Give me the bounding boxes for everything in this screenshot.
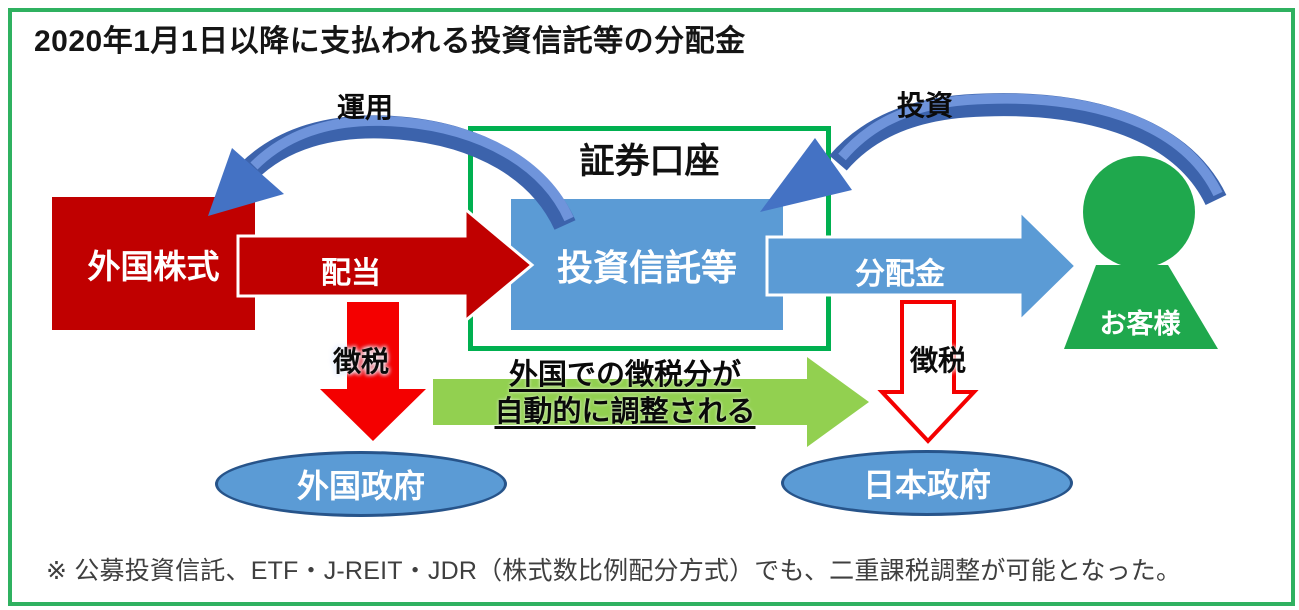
japan-government-label: 日本政府 (862, 467, 991, 503)
adjustment-note-line1: 外国での徴税分が (508, 359, 741, 391)
diagram-title: 2020年1月1日以降に支払われる投資信託等の分配金 (34, 25, 746, 58)
foreign-stock-label: 外国株式 (87, 247, 220, 285)
investment-trust-label: 投資信託等 (556, 246, 737, 288)
foreign-stock-box: 外国株式 (52, 197, 255, 330)
foreign-government-ellipse: 外国政府 (215, 451, 507, 517)
management-label: 運用 (336, 92, 393, 123)
investment-trust-box: 投資信託等 (511, 199, 783, 330)
dividend-label: 配当 (321, 257, 381, 290)
investment-label: 投資 (896, 90, 953, 121)
customer-label: お客様 (1099, 309, 1181, 339)
footnote: ※ 公募投資信託、ETF・J-REIT・JDR（株式数比例配分方式）でも、二重課… (46, 557, 1182, 585)
distribution-label: 分配金 (855, 258, 945, 291)
japan-government-ellipse: 日本政府 (781, 450, 1073, 516)
adjustment-note: 外国での徴税分が 自動的に調整される (455, 357, 795, 431)
outer-frame (8, 8, 1295, 606)
foreign-government-label: 外国政府 (296, 468, 425, 504)
securities-account-label: 証券口座 (579, 142, 720, 181)
adjustment-note-line2: 自動的に調整される (494, 396, 756, 428)
tax-foreign-label: 徴税 (332, 346, 389, 377)
tax-japan-label: 徴税 (909, 345, 966, 376)
